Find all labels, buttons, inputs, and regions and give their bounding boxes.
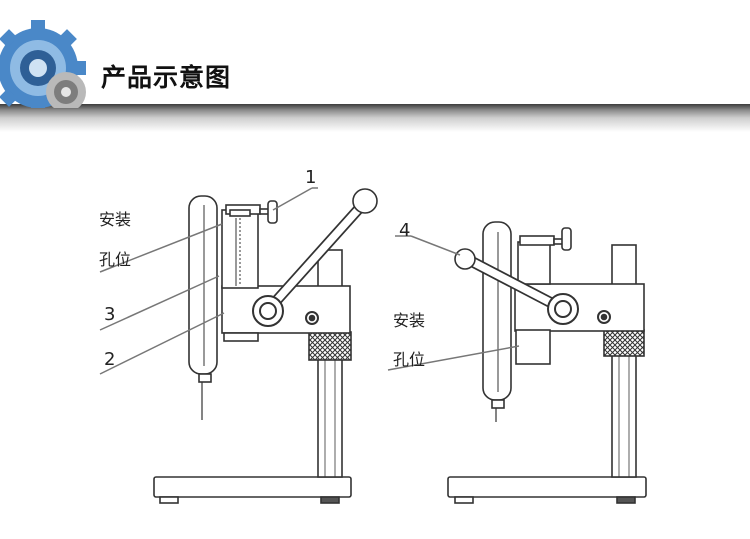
label-1: 1 bbox=[305, 167, 316, 188]
right-base-foot bbox=[616, 496, 636, 504]
left-base-foot bbox=[159, 496, 179, 504]
left-column bbox=[317, 249, 343, 478]
left-handle-ball bbox=[352, 188, 378, 214]
right-rack-frame bbox=[515, 329, 551, 365]
right-leaders bbox=[387, 235, 520, 371]
page-title: 产品示意图 bbox=[101, 63, 232, 92]
label-mount-hole-line2-right: 孔位 bbox=[393, 350, 425, 369]
right-thumb-knob bbox=[561, 227, 572, 251]
right-knurled-collar bbox=[603, 329, 645, 357]
right-view bbox=[447, 221, 647, 504]
label-mount-hole-line1-right: 安装 bbox=[393, 311, 425, 330]
right-base-foot bbox=[454, 496, 474, 504]
left-base-foot bbox=[320, 496, 340, 504]
left-thumb-knob bbox=[267, 200, 278, 224]
right-top-clamp bbox=[519, 235, 555, 246]
right-base-plate bbox=[447, 476, 647, 498]
label-3: 3 bbox=[104, 304, 115, 325]
left-plunger bbox=[188, 195, 218, 375]
left-base-plate bbox=[153, 476, 352, 498]
left-knurled-collar bbox=[308, 331, 352, 361]
right-plunger bbox=[482, 221, 512, 401]
left-view bbox=[153, 188, 378, 504]
label-2: 2 bbox=[104, 349, 115, 370]
right-handle-ball bbox=[454, 248, 476, 270]
left-rack-frame bbox=[221, 209, 259, 289]
gear-logo-icon bbox=[0, 20, 86, 108]
header: 产品示意图 bbox=[0, 0, 750, 132]
header-divider-bar bbox=[0, 104, 750, 132]
label-4: 4 bbox=[399, 220, 410, 241]
label-mount-hole-line1: 安装 bbox=[99, 210, 131, 229]
right-column bbox=[611, 244, 637, 478]
label-mount-hole-line2: 孔位 bbox=[99, 250, 131, 269]
left-leaders bbox=[99, 187, 318, 375]
